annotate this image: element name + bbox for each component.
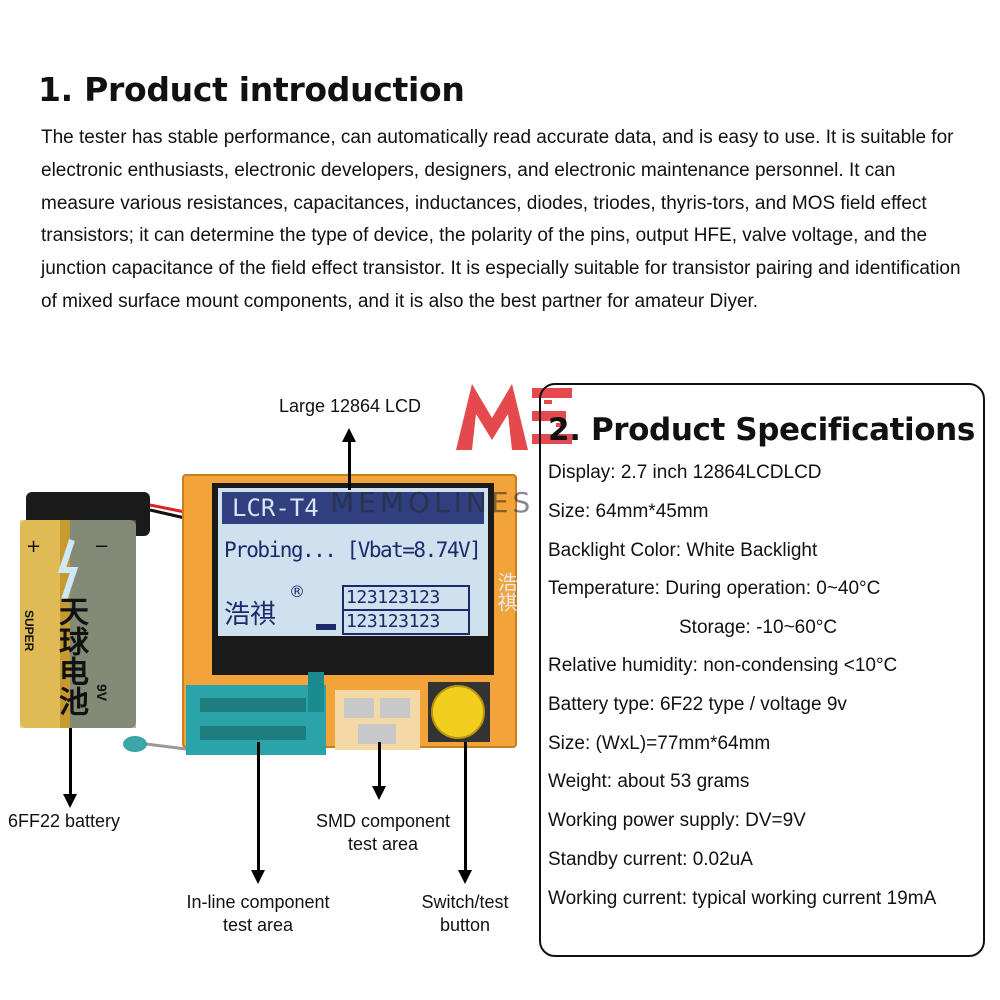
spec-standby-current: Standby current: 0.02uA <box>548 849 753 870</box>
spec-size-lcd: Size: 64mm*45mm <box>548 501 709 522</box>
callout-battery: 6FF22 battery <box>8 811 121 831</box>
spec-backlight: Backlight Color: White Backlight <box>548 540 818 561</box>
callout-smd: SMD component test area <box>315 811 451 854</box>
board-side-text: 浩祺 <box>494 572 518 612</box>
arrow-lcd <box>342 428 356 442</box>
intro-paragraph: The tester has stable performance, can a… <box>41 127 961 312</box>
lcd-status-text: Probing... [Vbat=8.74V] <box>224 538 482 562</box>
arrow-inline <box>251 870 265 884</box>
callout-lcd: Large 12864 LCD <box>278 396 422 416</box>
test-button <box>431 685 485 739</box>
lcd-model-text: LCR-T4 <box>232 494 319 522</box>
spec-battery-type: Battery type: 6F22 type / voltage 9v <box>548 694 847 715</box>
intro-title: 1. Product introduction <box>38 70 465 109</box>
arrow-smd <box>372 786 386 800</box>
spec-working-current: Working current: typical working current… <box>548 888 937 909</box>
spec-weight: Weight: about 53 grams <box>548 771 750 792</box>
arrow-switch <box>458 870 472 884</box>
arrow-battery <box>63 794 77 808</box>
spec-display: Display: 2.7 inch 12864LCDLCD <box>548 462 822 483</box>
zif-socket <box>186 685 326 755</box>
battery-super-text: SUPER <box>22 610 36 652</box>
spec-title: 2. Product Specifications <box>548 412 975 448</box>
battery-9v: + − <box>20 492 150 728</box>
battery-brand-text: 天球电池 <box>53 596 88 716</box>
spec-temperature: Temperature: During operation: 0~40°C <box>548 578 881 599</box>
svg-text:+: + <box>26 536 41 557</box>
lcd-digits-row-2: 123123123 <box>346 611 440 632</box>
spec-size-board: Size: (WxL)=77mm*64mm <box>548 733 771 754</box>
svg-text:−: − <box>94 536 109 557</box>
battery-voltage-text: 9V <box>94 684 110 702</box>
callout-inline: In-line component test area <box>186 892 330 935</box>
spec-power-supply: Working power supply: DV=9V <box>548 810 806 831</box>
lcd-registered-mark: ® <box>289 582 305 601</box>
tester-illustration: + − <box>20 474 517 755</box>
callout-switch: Switch/test button <box>421 892 509 935</box>
spec-humidity: Relative humidity: non-condensing <10°C <box>548 655 898 676</box>
lcd-brand-text: 浩祺 <box>224 600 277 630</box>
lcd-digits-row-1: 123123123 <box>346 587 440 608</box>
watermark-text: MEMOLINES <box>330 486 535 519</box>
spec-storage: Storage: -10~60°C <box>679 617 838 638</box>
spec-panel <box>539 383 985 957</box>
